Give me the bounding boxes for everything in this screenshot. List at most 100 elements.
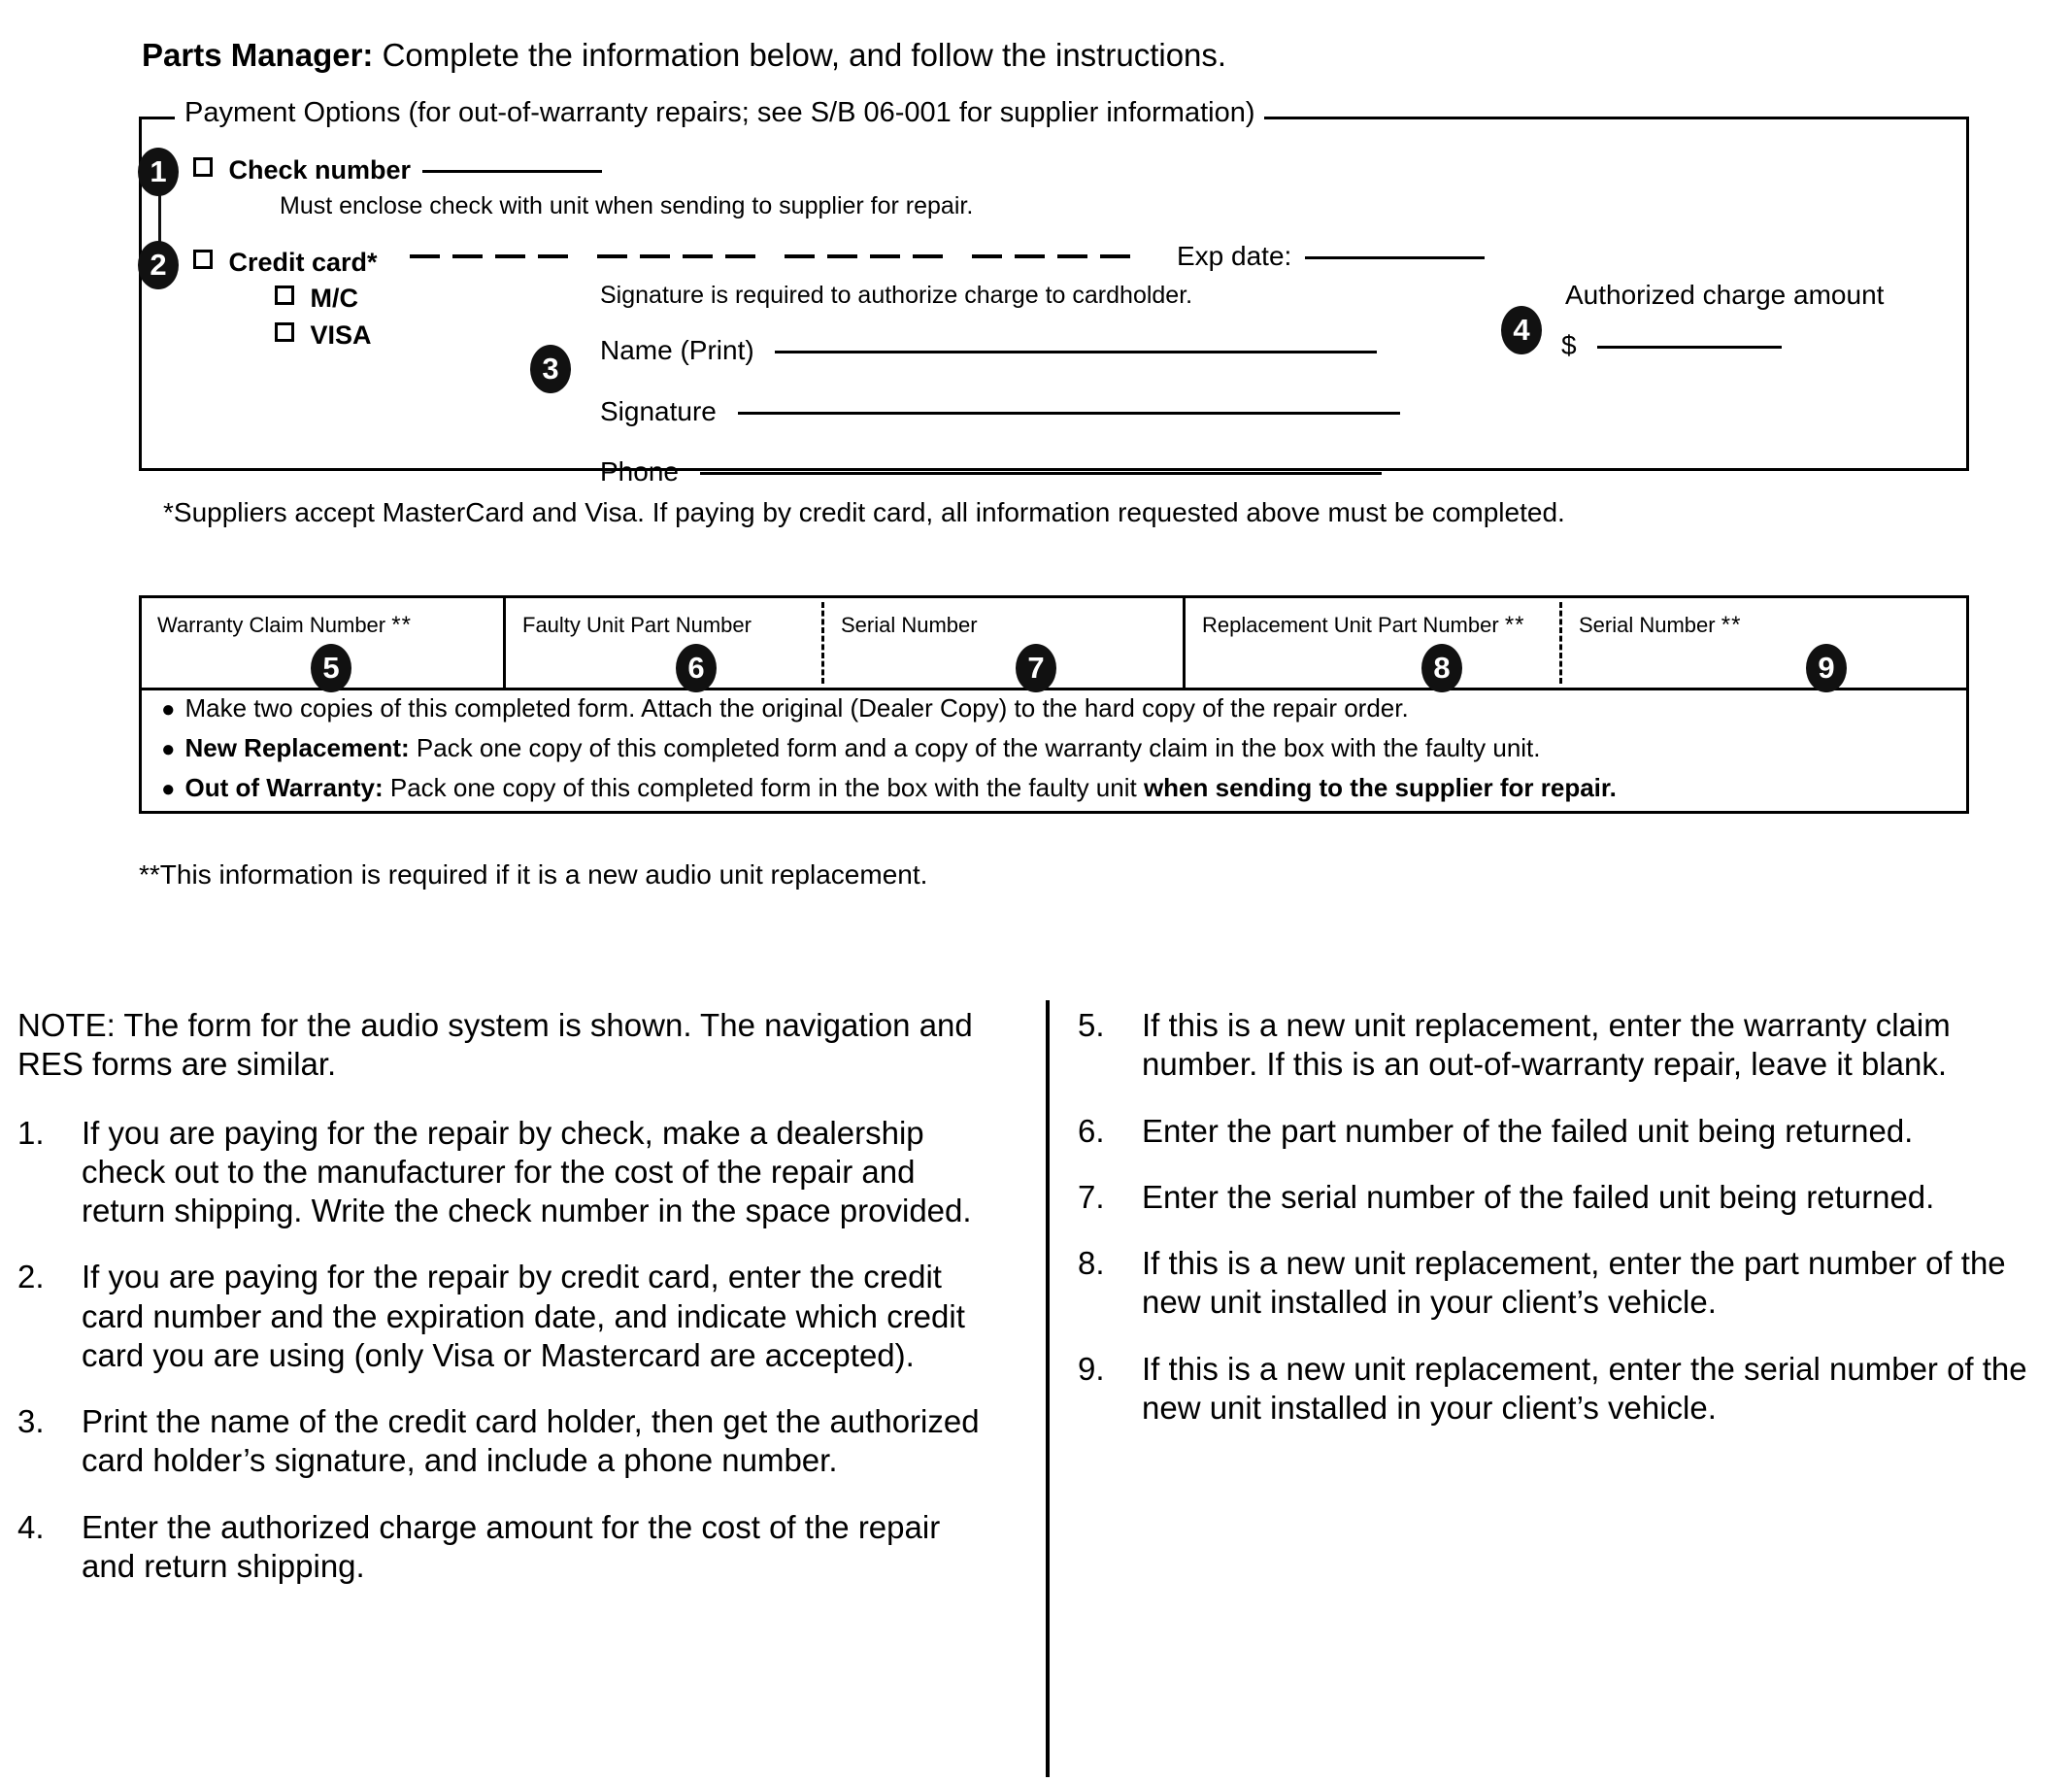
credit-card-number-field[interactable] bbox=[410, 254, 1143, 258]
cc-dash bbox=[1100, 254, 1130, 258]
column-header-label: Serial Number bbox=[1579, 613, 1716, 637]
card-type-mc-row[interactable]: M/C bbox=[275, 284, 358, 314]
column-header-warranty-claim-number: Warranty Claim Number ** bbox=[157, 612, 412, 639]
list-item-number: 1. bbox=[17, 1114, 45, 1151]
signature-required-note: Signature is required to authorize charg… bbox=[600, 282, 1193, 309]
cc-dash bbox=[452, 254, 483, 258]
authorized-charge-amount-row[interactable]: $ bbox=[1561, 330, 1783, 361]
credit-card-label: Credit card* bbox=[228, 248, 378, 277]
check-number-field[interactable] bbox=[422, 170, 603, 173]
phone-label: Phone bbox=[600, 456, 679, 487]
list-item-text: Print the name of the credit card holder… bbox=[82, 1403, 980, 1479]
card-type-visa-row[interactable]: VISA bbox=[275, 320, 371, 351]
page-title-rest: Complete the information below, and foll… bbox=[373, 37, 1227, 73]
list-item-number: 6. bbox=[1078, 1112, 1105, 1149]
list-item-text: Pack one copy of this completed form and… bbox=[409, 733, 1541, 762]
cc-dash bbox=[827, 254, 857, 258]
column-divider bbox=[1046, 1000, 1050, 1777]
check-number-checkbox[interactable] bbox=[193, 157, 213, 177]
list-item-number: 7. bbox=[1078, 1178, 1105, 1215]
table-column-separator bbox=[503, 598, 506, 688]
cc-dash bbox=[597, 254, 627, 258]
cc-dash bbox=[725, 254, 755, 258]
name-print-row[interactable]: Name (Print) bbox=[600, 335, 1378, 366]
list-item-number: 8. bbox=[1078, 1245, 1105, 1281]
column-header-stars: ** bbox=[1721, 612, 1742, 638]
cc-dash bbox=[913, 254, 943, 258]
authorized-charge-amount-label: Authorized charge amount bbox=[1565, 280, 1885, 310]
list-item-text: If you are paying for the repair by chec… bbox=[82, 1114, 972, 1229]
column-header-replacement-unit-part-number: Replacement Unit Part Number ** bbox=[1202, 612, 1525, 639]
payment-options-legend: Payment Options (for out-of-warranty rep… bbox=[175, 97, 1265, 129]
list-item-number: 4. bbox=[17, 1508, 45, 1545]
signature-label: Signature bbox=[600, 396, 717, 426]
instructions-left-column: NOTE: The form for the audio system is s… bbox=[17, 1006, 993, 1613]
cc-dash bbox=[410, 254, 440, 258]
cc-dash bbox=[495, 254, 525, 258]
table-header-underline bbox=[142, 688, 1966, 690]
list-item: 9. If this is a new unit replacement, en… bbox=[1078, 1350, 2054, 1429]
page-title: Parts Manager: Complete the information … bbox=[142, 37, 1226, 74]
cc-dash bbox=[640, 254, 670, 258]
name-print-field[interactable] bbox=[775, 351, 1378, 353]
exp-date-row[interactable]: Exp date: bbox=[1177, 241, 1486, 272]
name-print-label: Name (Print) bbox=[600, 335, 754, 365]
claim-info-table: Warranty Claim Number ** Faulty Unit Par… bbox=[139, 595, 1969, 814]
table-column-separator bbox=[1183, 598, 1186, 688]
column-header-stars: ** bbox=[1504, 612, 1525, 638]
list-item-text: Enter the part number of the failed unit… bbox=[1142, 1112, 1914, 1149]
list-item-text: Enter the authorized charge amount for t… bbox=[82, 1508, 941, 1584]
check-number-row[interactable]: Check number bbox=[193, 155, 603, 185]
credit-card-checkbox[interactable] bbox=[193, 250, 213, 269]
marker-7: 7 bbox=[1016, 644, 1056, 692]
marker-2: 2 bbox=[138, 241, 179, 289]
signature-row[interactable]: Signature bbox=[600, 396, 1400, 427]
table-instructions-list: ● Make two copies of this completed form.… bbox=[161, 693, 1956, 813]
cc-dash bbox=[538, 254, 568, 258]
signature-field[interactable] bbox=[737, 412, 1400, 415]
list-item-number: 9. bbox=[1078, 1350, 1105, 1387]
mc-checkbox[interactable] bbox=[275, 286, 294, 305]
list-item-number: 3. bbox=[17, 1403, 45, 1439]
list-item-bold: New Replacement: bbox=[184, 733, 410, 762]
list-item: ● Make two copies of this completed form.… bbox=[161, 693, 1956, 723]
table-column-dashed-separator bbox=[1559, 602, 1562, 684]
marker-4: 4 bbox=[1501, 306, 1542, 354]
exp-date-field[interactable] bbox=[1305, 256, 1486, 259]
bullet-icon: ● bbox=[161, 776, 176, 802]
list-item-text: Make two copies of this completed form. … bbox=[184, 693, 1409, 723]
marker-8: 8 bbox=[1421, 644, 1462, 692]
column-header-label: Warranty Claim Number bbox=[157, 613, 386, 637]
instructions-note: NOTE: The form for the audio system is s… bbox=[17, 1007, 973, 1083]
marker-9: 9 bbox=[1806, 644, 1847, 692]
list-item: 7. Enter the serial number of the failed… bbox=[1078, 1178, 2054, 1217]
phone-row[interactable]: Phone bbox=[600, 456, 1382, 488]
marker-connector bbox=[158, 165, 161, 272]
cc-dash bbox=[785, 254, 815, 258]
visa-label: VISA bbox=[310, 320, 372, 350]
list-item-text: If this is a new unit replacement, enter… bbox=[1142, 1245, 2006, 1321]
cc-dash bbox=[1015, 254, 1045, 258]
cc-dash bbox=[870, 254, 900, 258]
currency-symbol: $ bbox=[1561, 330, 1577, 360]
list-item-bold-tail: when sending to the supplier for repair. bbox=[1143, 773, 1617, 802]
list-item: 8. If this is a new unit replacement, en… bbox=[1078, 1244, 2054, 1323]
check-number-note: Must enclose check with unit when sendin… bbox=[280, 192, 974, 219]
authorized-charge-amount-field[interactable] bbox=[1597, 346, 1783, 349]
bullet-icon: ● bbox=[161, 696, 176, 723]
column-header-label: Serial Number bbox=[841, 613, 978, 637]
list-item: 5. If this is a new unit replacement, en… bbox=[1078, 1006, 2054, 1085]
visa-checkbox[interactable] bbox=[275, 322, 294, 342]
list-item-text: If you are paying for the repair by cred… bbox=[82, 1259, 965, 1373]
column-header-label: Replacement Unit Part Number bbox=[1202, 613, 1499, 637]
page-title-prefix: Parts Manager: bbox=[142, 37, 374, 73]
marker-1: 1 bbox=[138, 148, 179, 196]
list-item-text: If this is a new unit replacement, enter… bbox=[1142, 1350, 2027, 1426]
credit-card-row[interactable]: Credit card* bbox=[193, 248, 378, 278]
column-header-serial-number-replacement: Serial Number ** bbox=[1579, 612, 1741, 639]
exp-date-label: Exp date: bbox=[1177, 241, 1292, 271]
cc-group-2 bbox=[597, 254, 768, 258]
list-item: 1. If you are paying for the repair by c… bbox=[17, 1114, 993, 1231]
phone-field[interactable] bbox=[699, 472, 1382, 475]
mc-label: M/C bbox=[310, 284, 358, 313]
